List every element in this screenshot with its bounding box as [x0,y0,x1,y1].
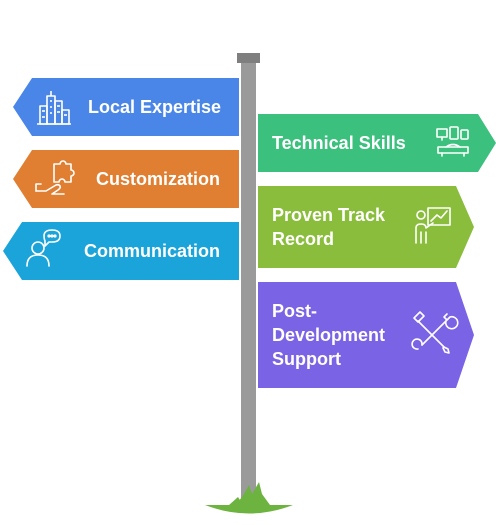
sign-label: Local Expertise [88,97,221,117]
sign-label: Record [272,229,334,249]
sign-label: Post- [272,301,317,321]
sign-board [258,282,474,388]
sign-label: Customization [96,169,220,189]
sign-customization: Customization [13,150,239,208]
sign-post-development-support: Post- Development Support [258,282,474,388]
sign-proven-track-record: Proven Track Record [258,186,474,268]
signpost-pole [241,62,256,498]
tools-icon [411,311,459,354]
sign-label: Communication [84,241,220,261]
signpost-cap [237,53,260,63]
sign-label: Proven Track [272,205,386,225]
sign-label: Technical Skills [272,133,406,153]
sign-board [3,222,239,280]
person-speech-bubble-icon [26,229,61,267]
grass-base [205,482,293,514]
sign-technical-skills: Technical Skills [258,114,496,172]
sign-label: Development [272,325,385,345]
sign-local-expertise: Local Expertise [13,78,239,136]
devices-icon [436,126,469,157]
presenter-chart-icon [415,207,451,244]
sign-label: Support [272,349,341,369]
puzzle-hand-icon [35,160,75,195]
city-buildings-icon [37,91,71,125]
sign-board [258,186,474,268]
sign-communication: Communication [3,222,239,280]
